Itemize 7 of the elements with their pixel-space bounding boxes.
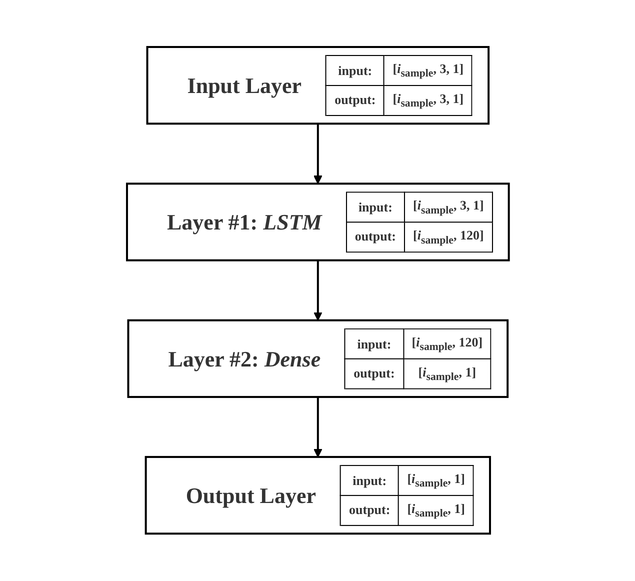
node-box: Layer #1: LSTM input: [i$_{sample}$, 3, 1] output: [i$_{sample}$, 120] xyxy=(126,182,510,262)
node-box: Layer #2: Dense input: [i$_{sample}$, 120] output: [i$_{sample}$, 1] xyxy=(126,320,508,398)
arrow xyxy=(313,260,322,321)
node-box: Output Layer input: [i$_{sample}$, 1] output: [i$_{sample}$, 1] xyxy=(144,456,491,535)
arrow xyxy=(313,124,322,184)
arrow xyxy=(313,397,322,458)
node-box: Input Layer input: [i$_{sample}$, 3, 1] output: [i$_{sample}$, 3, 1] xyxy=(146,46,490,125)
